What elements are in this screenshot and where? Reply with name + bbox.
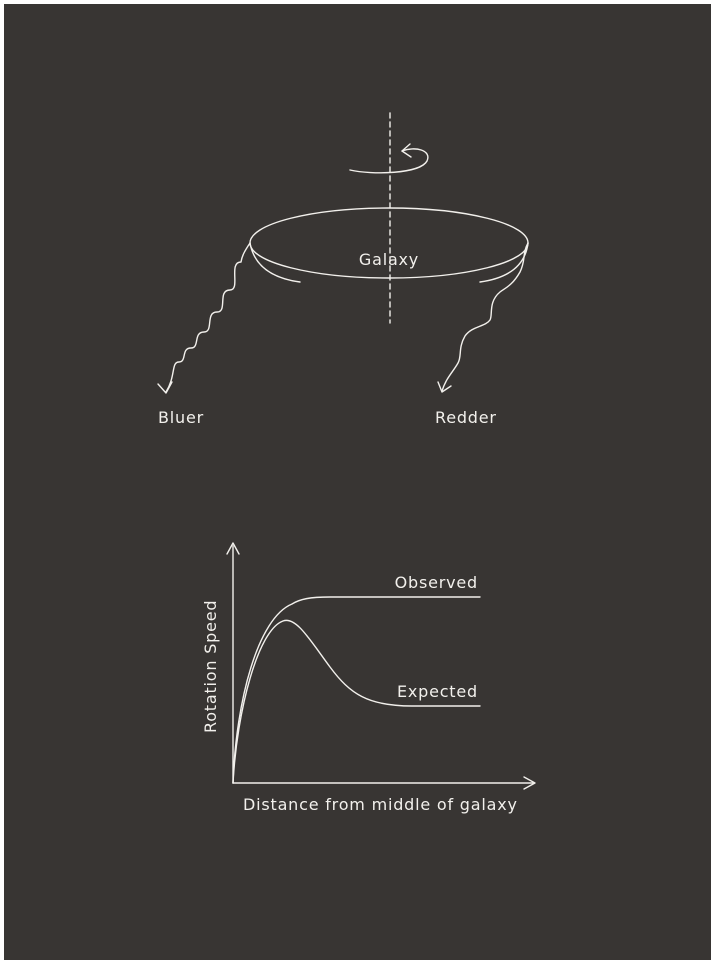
redder-light-ray: [441, 242, 529, 392]
galaxy-diagram: [157, 112, 529, 394]
x-axis-arrow-icon: [523, 776, 536, 790]
observed-label: Observed: [395, 573, 478, 592]
rotation-arrow-head-icon: [401, 143, 412, 158]
bluer-arrow-head-icon: [157, 381, 173, 394]
bluer-label: Bluer: [158, 408, 204, 427]
galaxy-label: Galaxy: [359, 250, 419, 269]
redder-arrow-head-icon: [437, 381, 452, 393]
observed-curve: [232, 596, 481, 784]
redder-label: Redder: [435, 408, 497, 427]
expected-curve: [232, 619, 481, 784]
expected-label: Expected: [397, 682, 478, 701]
background-panel: [4, 4, 711, 960]
galaxy-disk-edge-left: [249, 242, 301, 283]
bluer-light-ray: [165, 242, 251, 393]
y-axis-arrow-icon: [226, 542, 240, 555]
rotation-arrow: [349, 148, 429, 174]
x-axis-label: Distance from middle of galaxy: [243, 795, 518, 814]
galaxy-disk-edge-right: [479, 242, 529, 283]
y-axis-label: Rotation Speed: [201, 600, 220, 733]
rotation-curve-graph: [226, 542, 536, 790]
